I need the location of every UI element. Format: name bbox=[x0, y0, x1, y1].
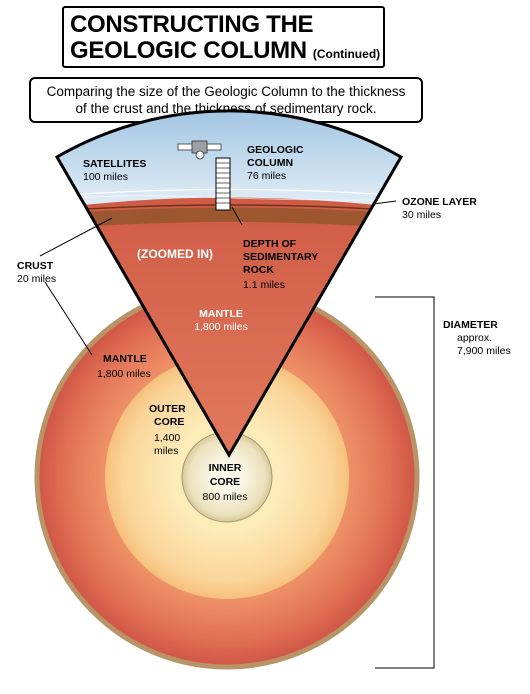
leader-lines bbox=[39, 200, 435, 669]
label-diameter: DIAMETER bbox=[443, 319, 498, 331]
label-geologic-column-value: 76 miles bbox=[247, 170, 286, 182]
label-satellites: SATELLITES bbox=[83, 158, 146, 170]
label-diameter-value: 7,900 miles bbox=[457, 345, 511, 357]
label-mantle-left-value: 1,800 miles bbox=[97, 368, 151, 380]
label-inner-core-1: INNER bbox=[209, 462, 242, 474]
label-mantle-left: MANTLE bbox=[103, 353, 147, 365]
label-diameter-qualifier: approx. bbox=[457, 332, 492, 344]
label-depth-2: SEDIMENTARY bbox=[243, 251, 318, 263]
label-satellites-value: 100 miles bbox=[83, 171, 128, 183]
label-zoomed-in: (ZOOMED IN) bbox=[137, 247, 213, 261]
wedge-outline bbox=[54, 109, 404, 459]
label-outer-core-1: OUTER bbox=[149, 403, 186, 415]
label-mantle-wedge: MANTLE bbox=[199, 308, 243, 320]
title-continued: (Continued) bbox=[312, 47, 381, 61]
subtitle-line-1: Comparing the size of the Geologic Colum… bbox=[46, 84, 406, 99]
geologic-column-icon bbox=[215, 157, 231, 211]
label-crust-value: 20 miles bbox=[17, 273, 56, 285]
title-line-2-text: GEOLOGIC COLUMN bbox=[70, 37, 307, 64]
subtitle-line-2: of the crust and the thickness of sedime… bbox=[75, 101, 377, 116]
column-stripes bbox=[216, 162, 230, 204]
label-inner-core-2: CORE bbox=[210, 476, 240, 488]
label-depth-1: DEPTH OF bbox=[243, 238, 297, 250]
label-outer-core-2: CORE bbox=[154, 416, 184, 428]
title-line-2: GEOLOGIC COLUMN (Continued) bbox=[70, 38, 380, 67]
satellite-icon bbox=[177, 140, 222, 160]
label-geologic-column-2: COLUMN bbox=[247, 157, 293, 169]
title-line-1: CONSTRUCTING THE bbox=[70, 11, 314, 38]
label-geologic-column-1: GEOLOGIC bbox=[247, 144, 304, 156]
label-mantle-wedge-value: 1,800 miles bbox=[194, 321, 248, 333]
label-outer-core-value-2: miles bbox=[154, 445, 179, 457]
label-depth-value: 1.1 miles bbox=[243, 279, 285, 291]
label-outer-core-value-1: 1,400 bbox=[154, 432, 180, 444]
label-ozone-layer-value: 30 miles bbox=[402, 209, 441, 221]
label-depth-3: ROCK bbox=[243, 264, 274, 276]
title-box: CONSTRUCTING THE GEOLOGIC COLUMN (Continu… bbox=[62, 6, 385, 68]
label-ozone-layer: OZONE LAYER bbox=[402, 196, 477, 208]
label-crust: CRUST bbox=[17, 260, 54, 272]
label-inner-core-value: 800 miles bbox=[203, 491, 248, 503]
